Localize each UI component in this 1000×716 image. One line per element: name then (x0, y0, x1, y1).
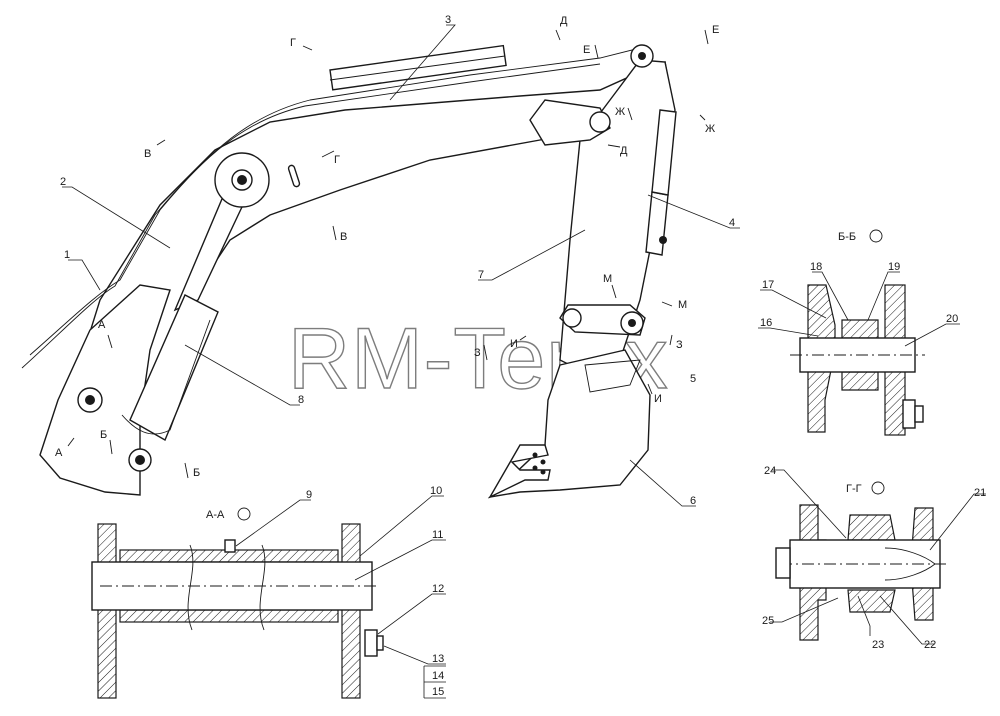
callout-24: 24 (764, 465, 776, 477)
callout-8: 8 (298, 394, 304, 406)
marker-g-1: Г (290, 37, 296, 49)
callout-23: 23 (872, 639, 884, 651)
section-view-gg: Г-Г 24 21 22 23 25 (762, 465, 986, 651)
callout-11: 11 (432, 529, 443, 541)
marker-v-2: В (340, 231, 347, 243)
marker-a-1: А (98, 319, 106, 331)
callout-15: 15 (432, 686, 444, 698)
hose-lower (121, 319, 211, 435)
marker-b-1: Б (100, 429, 107, 441)
callout-6: 6 (690, 495, 696, 507)
callout-9: 9 (306, 489, 312, 501)
marker-m-1: М (603, 273, 612, 285)
callout-18: 18 (810, 261, 822, 273)
callouts-main: 1 2 3 4 5 6 7 8 (60, 14, 740, 507)
marker-z-1: З (474, 347, 481, 359)
stick-7 (529, 44, 677, 371)
callout-21: 21 (974, 487, 986, 499)
callout-19: 19 (888, 261, 900, 273)
boom-root-plate (39, 284, 171, 496)
section-bb-title: Б-Б (838, 231, 856, 243)
callout-20: 20 (946, 313, 958, 325)
marker-d-2: Д (620, 145, 628, 157)
marker-v-1: В (144, 148, 151, 160)
callout-22: 22 (924, 639, 936, 651)
callout-10: 10 (430, 485, 442, 497)
callout-4: 4 (729, 217, 735, 229)
callout-16: 16 (760, 317, 772, 329)
marker-i-2: И (654, 393, 662, 405)
callout-2: 2 (60, 176, 66, 188)
callout-1: 1 (64, 249, 70, 261)
marker-m-2: М (678, 299, 687, 311)
bucket-assembly (487, 304, 651, 499)
marker-zh-1: Ж (615, 106, 625, 118)
callout-12: 12 (432, 583, 444, 595)
marker-e-1: Е (583, 44, 590, 56)
callout-25: 25 (762, 615, 774, 627)
marker-e-2: Е (712, 24, 719, 36)
callout-7: 7 (478, 269, 484, 281)
marker-d-1: Д (560, 15, 568, 27)
callout-5: 5 (690, 373, 696, 385)
bucket-6 (487, 349, 651, 499)
marker-a-2: А (55, 447, 63, 459)
section-aa-title: А-А (206, 509, 225, 521)
section-view-aa: А-А 9 10 11 12 13 14 15 (91, 485, 446, 699)
boom-main-view (21, 44, 671, 496)
section-markers-main: А А Б Б В В Г Г Д Д Е Е Ж Ж З З И И (55, 15, 719, 479)
hydraulic-line-upper-2 (21, 63, 601, 369)
boom-lift-cylinder-8-body (129, 294, 219, 442)
section-view-bb: Б-Б 16 17 18 19 20 (758, 229, 960, 436)
callout-13: 13 (432, 653, 444, 665)
callout-17: 17 (762, 279, 774, 291)
marker-b-2: Б (193, 467, 200, 479)
callout-14: 14 (432, 670, 444, 682)
section-gg-title: Г-Г (846, 483, 862, 495)
bucket-teeth (488, 444, 551, 499)
marker-i-1: И (510, 338, 518, 350)
marker-z-2: З (676, 339, 683, 351)
callout-3: 3 (445, 14, 451, 26)
marker-zh-2: Ж (705, 123, 715, 135)
marker-g-2: Г (334, 154, 340, 166)
